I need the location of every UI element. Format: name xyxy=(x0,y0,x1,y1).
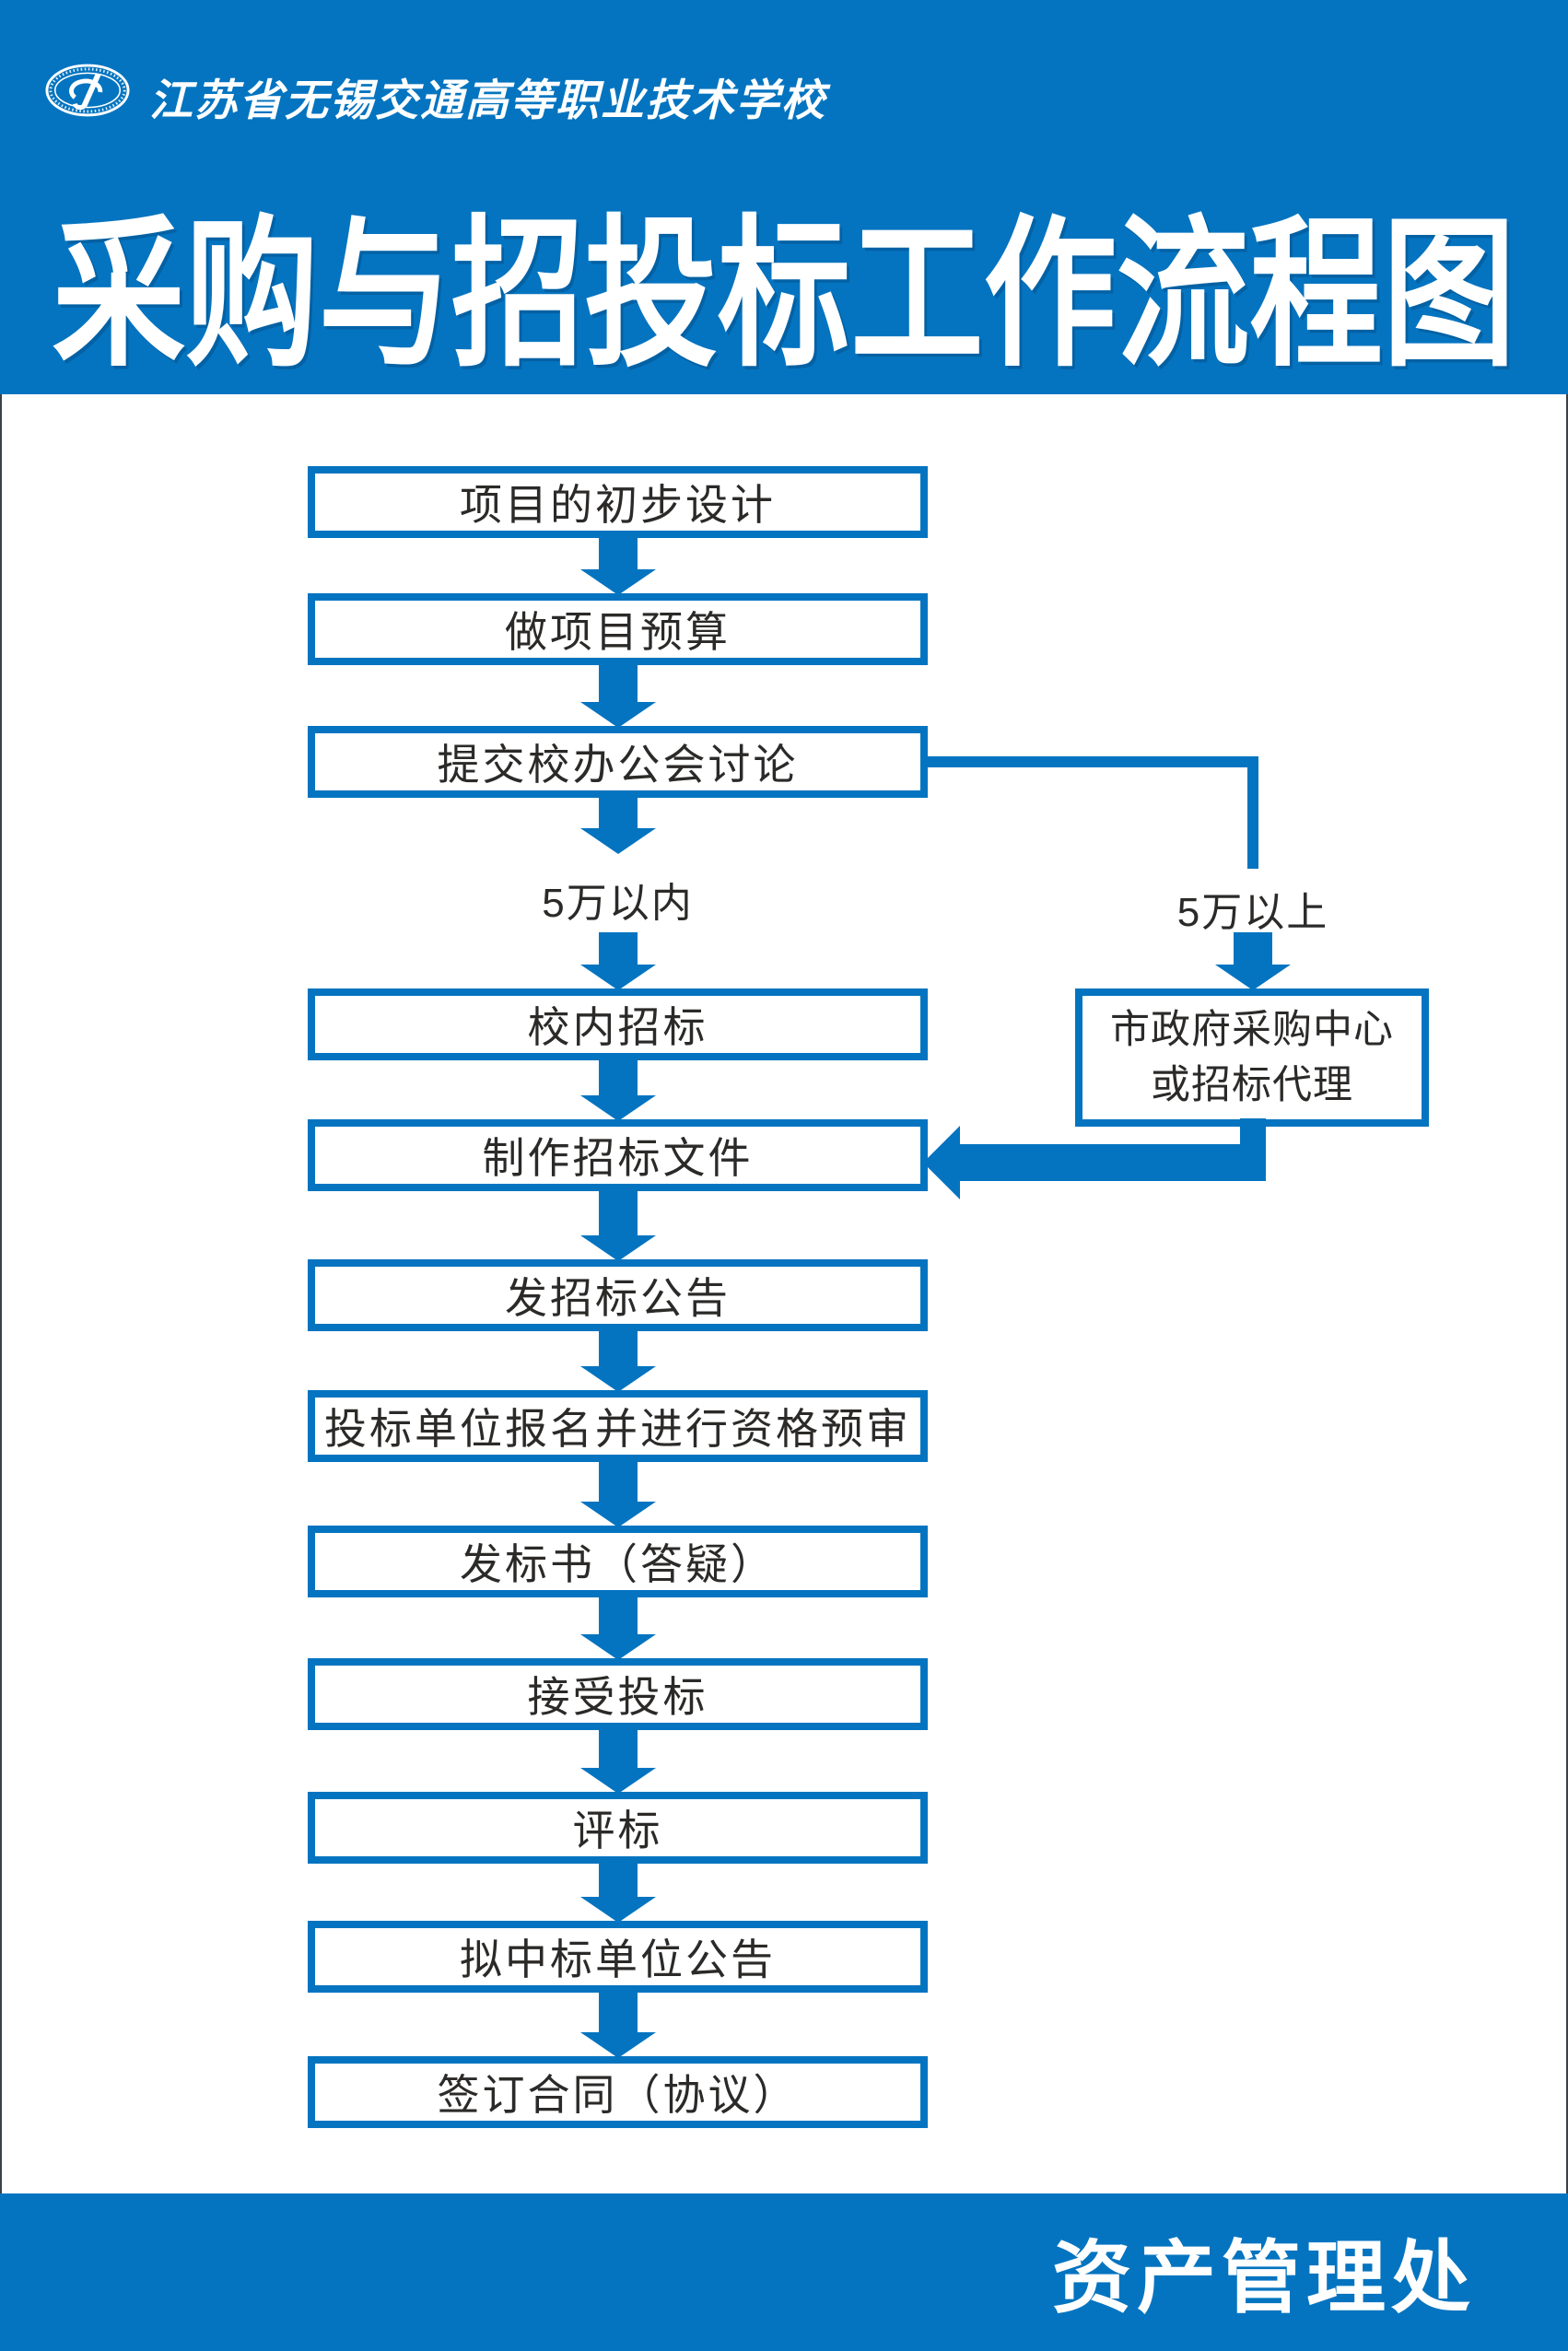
arrow-down-icon xyxy=(308,1329,928,1392)
arrow-down-icon xyxy=(308,1059,928,1121)
arrow-down-icon xyxy=(308,1728,928,1794)
arrow-down-icon xyxy=(308,663,928,728)
flow-step-label: 签订合同（协议） xyxy=(437,2071,799,2119)
flow-step-label: 拟中标单位公告 xyxy=(460,1936,776,1983)
arrow-down-icon xyxy=(308,1596,928,1660)
footer-band xyxy=(0,2193,1568,2351)
arrow-down-icon xyxy=(308,1991,928,2058)
side-box-line2: 或招标代理 xyxy=(1151,1063,1353,1107)
flow-step-label: 项目的初步设计 xyxy=(460,481,776,529)
flow-step-label: 做项目预算 xyxy=(505,608,731,656)
arrow-down-icon xyxy=(308,932,928,990)
flow-step-label: 制作招标文件 xyxy=(482,1134,754,1182)
flow-step-box-4: 校内招标 xyxy=(308,988,928,1060)
arrow-down-icon xyxy=(308,1189,928,1261)
arrow-down-icon xyxy=(1076,932,1430,990)
arrow-down-icon xyxy=(308,1460,928,1527)
flow-step-box-6: 发招标公告 xyxy=(308,1259,928,1331)
flow-step-box-7: 投标单位报名并进行资格预审 xyxy=(308,1390,928,1462)
branch-label-over-50k: 5万以上 xyxy=(1176,890,1329,935)
school-logo-icon xyxy=(44,63,131,123)
flow-step-box-8: 发标书（答疑） xyxy=(308,1526,928,1597)
school-name: 江苏省无锡交通高等职业技术学校 xyxy=(149,76,826,126)
flow-step-box-5: 制作招标文件 xyxy=(308,1119,928,1191)
flow-step-box-3: 提交校办公会讨论 xyxy=(308,726,928,798)
flow-step-label: 发标书（答疑） xyxy=(460,1540,776,1588)
poster-title: 采购与招投标工作流程图 xyxy=(52,205,1516,386)
branch-label-under-50k: 5万以内 xyxy=(542,881,694,926)
arrow-down-icon xyxy=(308,1862,928,1923)
flow-step-label: 评标 xyxy=(572,1807,663,1854)
flow-step-box-10: 评标 xyxy=(308,1792,928,1864)
footer-department: 资产管理处 xyxy=(1052,2234,1476,2322)
flow-step-label: 校内招标 xyxy=(527,1003,708,1051)
flow-step-label: 接受投标 xyxy=(527,1673,708,1721)
flow-step-label: 提交校办公会讨论 xyxy=(437,741,799,789)
arrow-left-shaft xyxy=(958,1144,1266,1181)
flow-step-label: 发招标公告 xyxy=(505,1274,731,1322)
side-box-line1: 市政府采购中心 xyxy=(1110,1007,1394,1052)
side-box-city-procurement: 市政府采购中心 或招标代理 xyxy=(1075,988,1429,1127)
header-band xyxy=(0,0,1568,394)
connector-line-right xyxy=(921,756,1258,767)
arrow-down-icon xyxy=(308,796,928,854)
flow-step-box-9: 接受投标 xyxy=(308,1658,928,1730)
flow-step-box-2: 做项目预算 xyxy=(308,593,928,665)
flow-step-box-11: 拟中标单位公告 xyxy=(308,1921,928,1993)
flow-step-label: 投标单位报名并进行资格预审 xyxy=(324,1405,911,1453)
arrow-down-icon xyxy=(308,536,928,595)
flow-step-box-12: 签订合同（协议） xyxy=(308,2056,928,2128)
connector-line-down xyxy=(1247,756,1258,869)
arrow-left-icon xyxy=(923,1126,960,1199)
flow-step-box-1: 项目的初步设计 xyxy=(308,466,928,538)
